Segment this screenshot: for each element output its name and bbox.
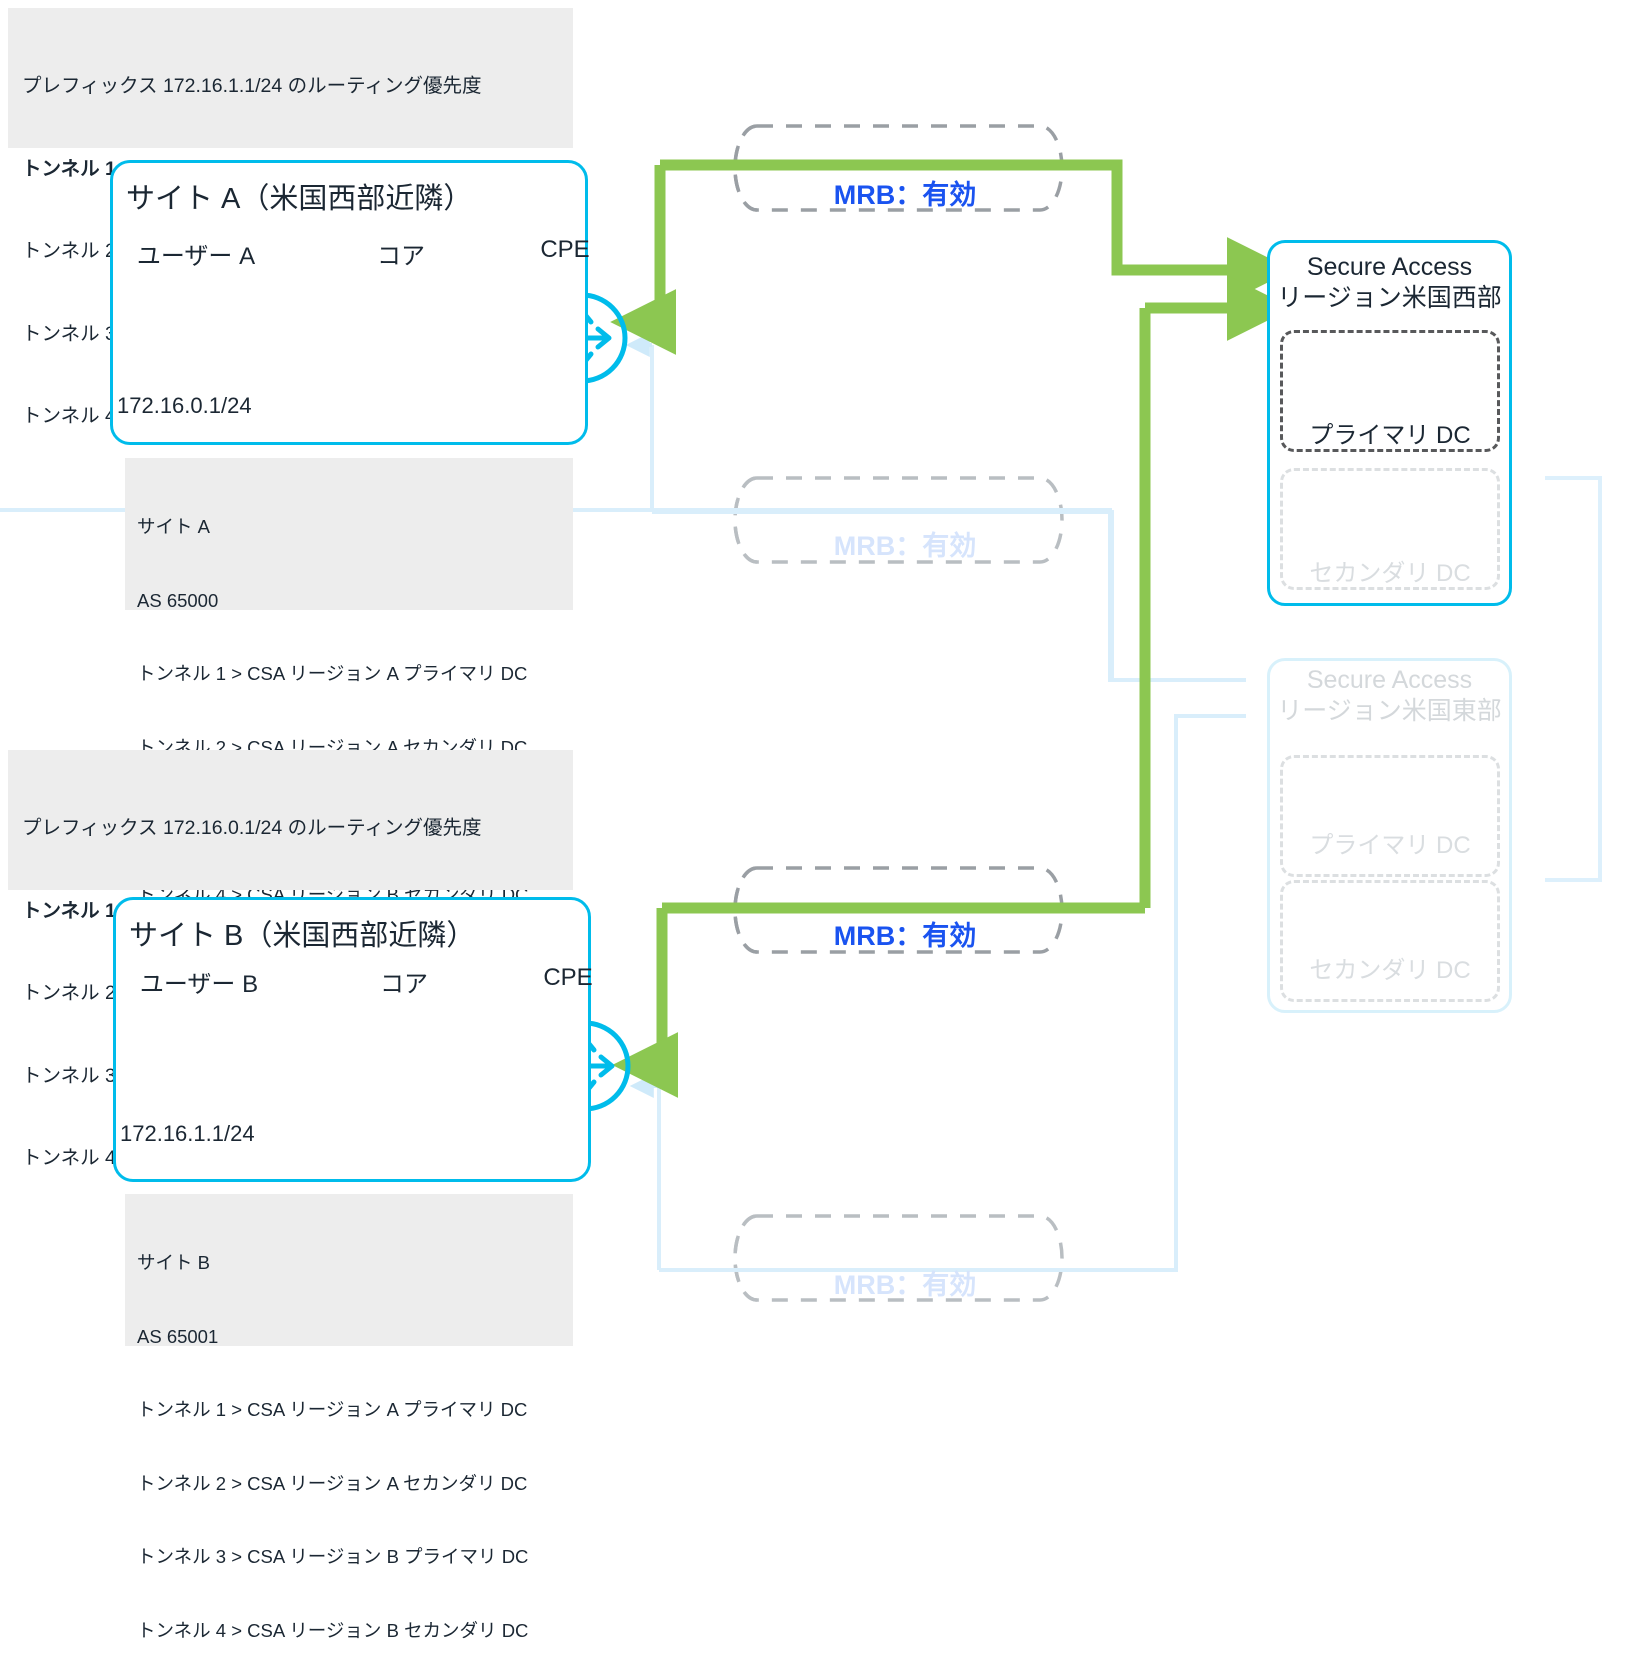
tunnel-label-2: MRB：有効 [833, 531, 977, 561]
site-b-detail-line-6: トンネル 4 > CSA リージョン B セカンダリ DC [137, 1619, 529, 1641]
site-a-ip: 172.16.0.1/24 [117, 393, 252, 418]
tunnel-label-3: MRB：有効 [833, 921, 977, 951]
site-a-title: サイト A（米国西部近隣） [126, 183, 473, 215]
site-b-title: サイト B（米国西部近隣） [129, 920, 476, 952]
region-east-card[interactable] [1267, 658, 1512, 1013]
site-b-ip: 172.16.1.1/24 [120, 1121, 255, 1146]
site-b-detail-panel: サイト B AS 65001 トンネル 1 > CSA リージョン A プライマ… [125, 1194, 573, 1641]
site-b-detail-line-4: トンネル 2 > CSA リージョン A セカンダリ DC [137, 1472, 528, 1494]
region-west-title: Secure Access リージョン米国西部 [1277, 253, 1502, 312]
site-b-detail-line-2: AS 65001 [137, 1325, 219, 1347]
site-b-detail-line-3: トンネル 1 > CSA リージョン A プライマリ DC [137, 1399, 528, 1420]
tunnel-label-1: MRB：有効 [833, 180, 977, 210]
faded-link-west-east [1545, 476, 1602, 882]
region-west-secondary-dc-label: セカンダリ DC [1309, 560, 1471, 587]
region-west-primary-dc-label: プライマリ DC [1309, 422, 1471, 449]
site-a-detail-line-3: トンネル 1 > CSA リージョン A プライマリ DC [137, 663, 528, 684]
site-b-detail-line-5: トンネル 3 > CSA リージョン B プライマリ DC [137, 1546, 529, 1567]
site-a-detail-line-2: AS 65000 [137, 589, 219, 611]
faded-path-b-east [659, 714, 1246, 1272]
site-a-detail-panel: サイト A AS 65000 トンネル 1 > CSA リージョン A プライマ… [125, 458, 573, 905]
site-a-core-label: コア [377, 243, 425, 270]
region-east-secondary-dc-label: セカンダリ DC [1309, 957, 1471, 984]
site-a-card[interactable] [110, 160, 588, 445]
site-a-user-label: ユーザー A [136, 243, 256, 270]
site-b-cpe-label: CPE [543, 964, 593, 991]
tunnel-label-4: MRB：有効 [833, 1270, 977, 1300]
region-east-secondary-dc-box[interactable] [1280, 880, 1500, 1002]
site-b-core-label: コア [380, 971, 428, 998]
site-b-detail-line-1: サイト B [137, 1252, 210, 1273]
region-east-primary-dc-label: プライマリ DC [1309, 832, 1471, 859]
site-b-card[interactable] [113, 897, 591, 1182]
prefix-panel-bottom: プレフィックス 172.16.0.1/24 のルーティング優先度 トンネル 1 … [8, 750, 573, 1169]
region-west-card[interactable] [1267, 240, 1512, 606]
region-east-primary-dc-box[interactable] [1280, 755, 1500, 877]
site-a-detail-line-1: サイト A [137, 516, 210, 537]
region-west-primary-dc-box[interactable] [1280, 330, 1500, 452]
prefix-panel-bottom-title: プレフィックス 172.16.0.1/24 のルーティング優先度 [22, 817, 482, 839]
site-b-user-label: ユーザー B [139, 971, 259, 998]
region-east-title: Secure Access リージョン米国東部 [1277, 666, 1502, 725]
region-west-secondary-dc-box[interactable] [1280, 468, 1500, 590]
site-a-cpe-label: CPE [540, 236, 590, 263]
prefix-panel-top-title: プレフィックス 172.16.1.1/24 のルーティング優先度 [22, 75, 482, 97]
prefix-panel-top: プレフィックス 172.16.1.1/24 のルーティング優先度 トンネル 1 … [8, 8, 573, 427]
